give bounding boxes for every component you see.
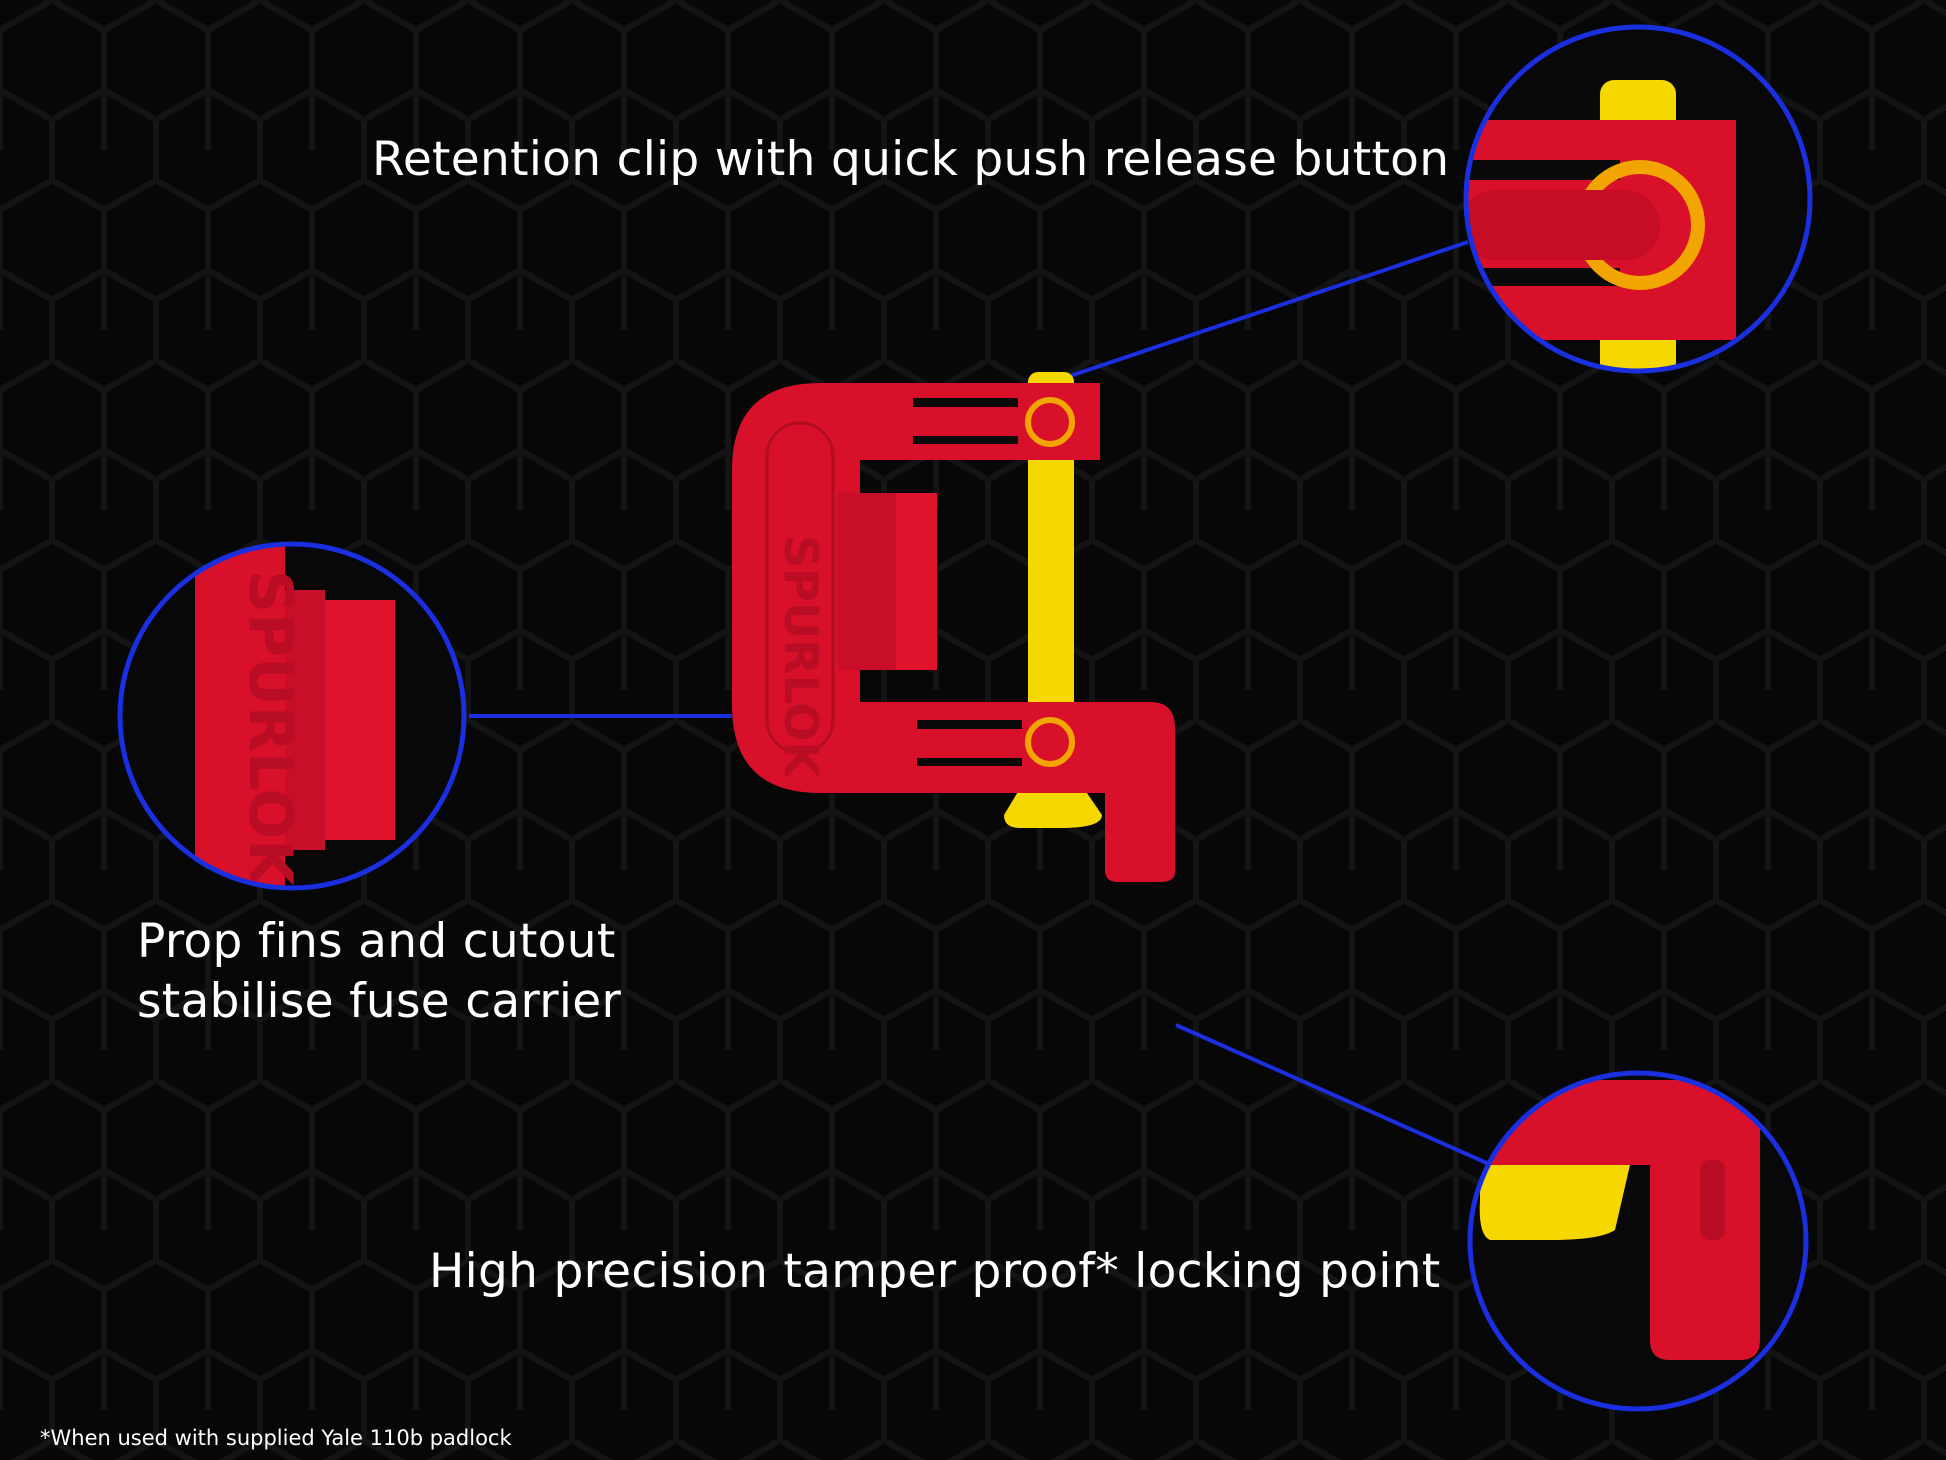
detail-circle-locking-point xyxy=(1467,1070,1809,1412)
spurlok-clamp: SPURLOK xyxy=(732,372,1175,882)
detail-circle-retention-clip xyxy=(1463,24,1813,374)
callout-prop-fins-line1: Prop fins and cutout xyxy=(137,914,616,969)
callout-retention-clip: Retention clip with quick push release b… xyxy=(372,132,1450,187)
svg-text:SPURLOK: SPURLOK xyxy=(235,570,305,888)
callout-prop-fins: Prop fins and cutout stabilise fuse carr… xyxy=(137,912,621,1032)
line-to-retention-clip xyxy=(1069,240,1469,378)
logo-oval xyxy=(765,421,835,755)
brand-embossing: SPURLOK xyxy=(774,535,828,779)
callout-locking-point: High precision tamper proof* locking poi… xyxy=(429,1244,1441,1299)
detail-circle-prop-fins: SPURLOK xyxy=(117,541,467,891)
callout-prop-fins-line2: stabilise fuse carrier xyxy=(137,974,622,1029)
line-to-locking-point xyxy=(1175,1023,1490,1166)
footnote: *When used with supplied Yale 110b padlo… xyxy=(40,1426,512,1450)
callout-lines xyxy=(469,240,1490,1166)
